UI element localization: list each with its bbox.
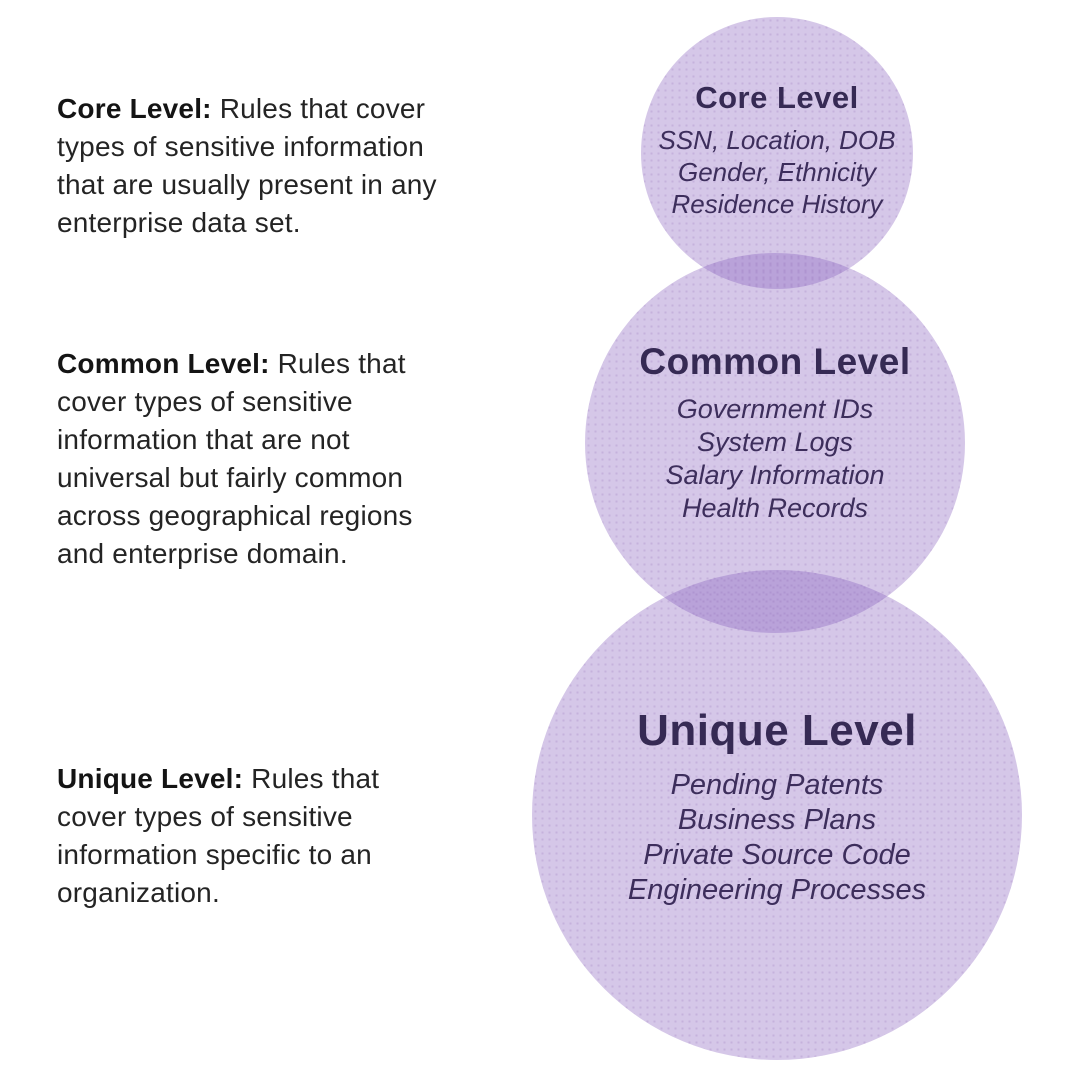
description-unique-body: Rules that cover types of sensitive info… [57, 763, 380, 908]
core-level-item: SSN, Location, DOB [658, 125, 896, 155]
unique-level-item: Business Plans [677, 804, 877, 836]
description-common-lead: Common Level: [57, 348, 270, 379]
common-level-item: System Logs [696, 427, 854, 457]
description-unique-level: Unique Level: Rules that cover types of … [57, 760, 437, 912]
description-core-body: Rules that cover types of sensitive info… [57, 93, 437, 238]
unique-level-item: Pending Patents [670, 769, 884, 801]
description-common-body: Rules that cover types of sensitive info… [57, 348, 413, 569]
core-level-item: Gender, Ethnicity [678, 157, 876, 187]
core-level-content: Core Level SSN, Location, DOB Gender, Et… [659, 80, 896, 220]
common-level-item: Government IDs [676, 394, 874, 424]
common-level-item: Salary Information [665, 460, 885, 490]
core-level-circle: Core Level SSN, Location, DOB Gender, Et… [641, 17, 913, 289]
common-level-content: Common Level Government IDs System Logs … [639, 341, 910, 525]
core-level-item: Residence History [671, 189, 883, 219]
unique-level-item: Private Source Code [643, 839, 911, 871]
description-unique-lead: Unique Level: [57, 763, 244, 794]
common-level-item: Health Records [681, 493, 869, 523]
description-core-level: Core Level: Rules that cover types of se… [57, 90, 457, 242]
unique-level-item: Engineering Processes [627, 874, 927, 906]
description-core-lead: Core Level: [57, 93, 212, 124]
unique-level-circle: Unique Level Pending Patents Business Pl… [532, 570, 1022, 1060]
common-level-circle: Common Level Government IDs System Logs … [585, 253, 965, 633]
description-common-level: Common Level: Rules that cover types of … [57, 345, 467, 573]
unique-level-title: Unique Level [637, 706, 917, 755]
unique-level-content: Unique Level Pending Patents Business Pl… [628, 706, 926, 908]
core-level-title: Core Level [695, 80, 859, 115]
common-level-title: Common Level [639, 341, 911, 382]
